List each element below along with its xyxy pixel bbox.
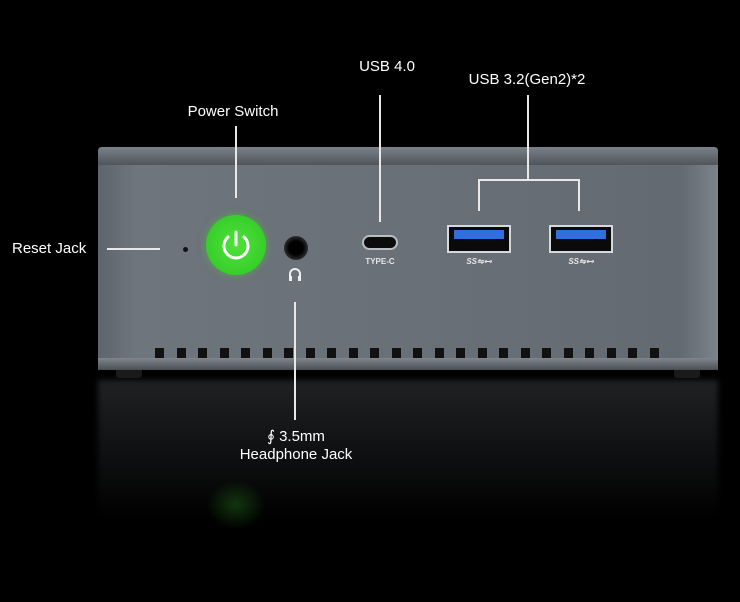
- power-button-reflection: [206, 480, 266, 530]
- vent-slot: [241, 348, 250, 358]
- usb32-leader: [527, 95, 529, 180]
- vent-slot: [563, 348, 573, 358]
- foot-left: [116, 370, 142, 378]
- usb-a-port-2: [549, 225, 613, 253]
- foot-right: [674, 370, 700, 378]
- type-c-mark: TYPE-C: [365, 257, 395, 266]
- device-reflection: [98, 380, 718, 520]
- vent-slot: [499, 348, 508, 358]
- usb-c-port: [362, 235, 398, 250]
- vent-slot: [542, 348, 551, 358]
- vent-slot: [305, 348, 315, 358]
- usb32-bracket: [478, 179, 580, 181]
- headphone-leader: [294, 302, 296, 420]
- usb32-bracket-right: [578, 179, 580, 211]
- power-button: [206, 215, 266, 275]
- vent-slot: [391, 348, 401, 358]
- power-switch-leader: [235, 126, 237, 198]
- power-icon: [222, 230, 250, 260]
- vent-slot: [585, 348, 594, 358]
- vent-slot: [262, 348, 272, 358]
- vent-slot: [176, 348, 186, 358]
- usb32-label: USB 3.2(Gen2)*2: [468, 71, 586, 88]
- vent-slot: [649, 348, 659, 358]
- usb-a-port-1: [447, 225, 511, 253]
- headphone-icon: [289, 268, 301, 281]
- usb-ss-mark-2: SS⇋⊷: [568, 257, 594, 266]
- headphone-label-size: ∮ 3.5mm: [267, 428, 325, 445]
- vent-slot: [456, 348, 465, 358]
- vent-slot: [327, 348, 336, 358]
- vent-slot: [434, 348, 444, 358]
- headphone-jack: [284, 236, 308, 260]
- reset-jack-leader: [107, 248, 160, 250]
- usb32-bracket-left: [478, 179, 480, 211]
- usb-ss-mark-1: SS⇋⊷: [466, 257, 492, 266]
- reset-jack-hole: [183, 247, 188, 252]
- vent-slot: [413, 348, 422, 358]
- reset-jack-label: Reset Jack: [12, 240, 87, 257]
- vent-slot: [628, 348, 637, 358]
- vent-slot: [370, 348, 379, 358]
- headphone-label: Headphone Jack: [239, 446, 353, 463]
- vent-slot: [520, 348, 530, 358]
- mini-pc-lid: [98, 147, 718, 165]
- vent-slot: [348, 348, 358, 358]
- vent-slot: [198, 348, 207, 358]
- usb4-leader: [379, 95, 381, 222]
- power-switch-label: Power Switch: [187, 103, 279, 120]
- vent-slot: [477, 348, 487, 358]
- mini-pc-front-panel: [98, 147, 718, 370]
- vent-slot: [284, 348, 293, 358]
- vent-slot: [606, 348, 616, 358]
- usb4-label: USB 4.0: [359, 58, 415, 75]
- vent-slot: [219, 348, 229, 358]
- mini-pc-base: [98, 358, 718, 370]
- vent-slot: [155, 348, 164, 358]
